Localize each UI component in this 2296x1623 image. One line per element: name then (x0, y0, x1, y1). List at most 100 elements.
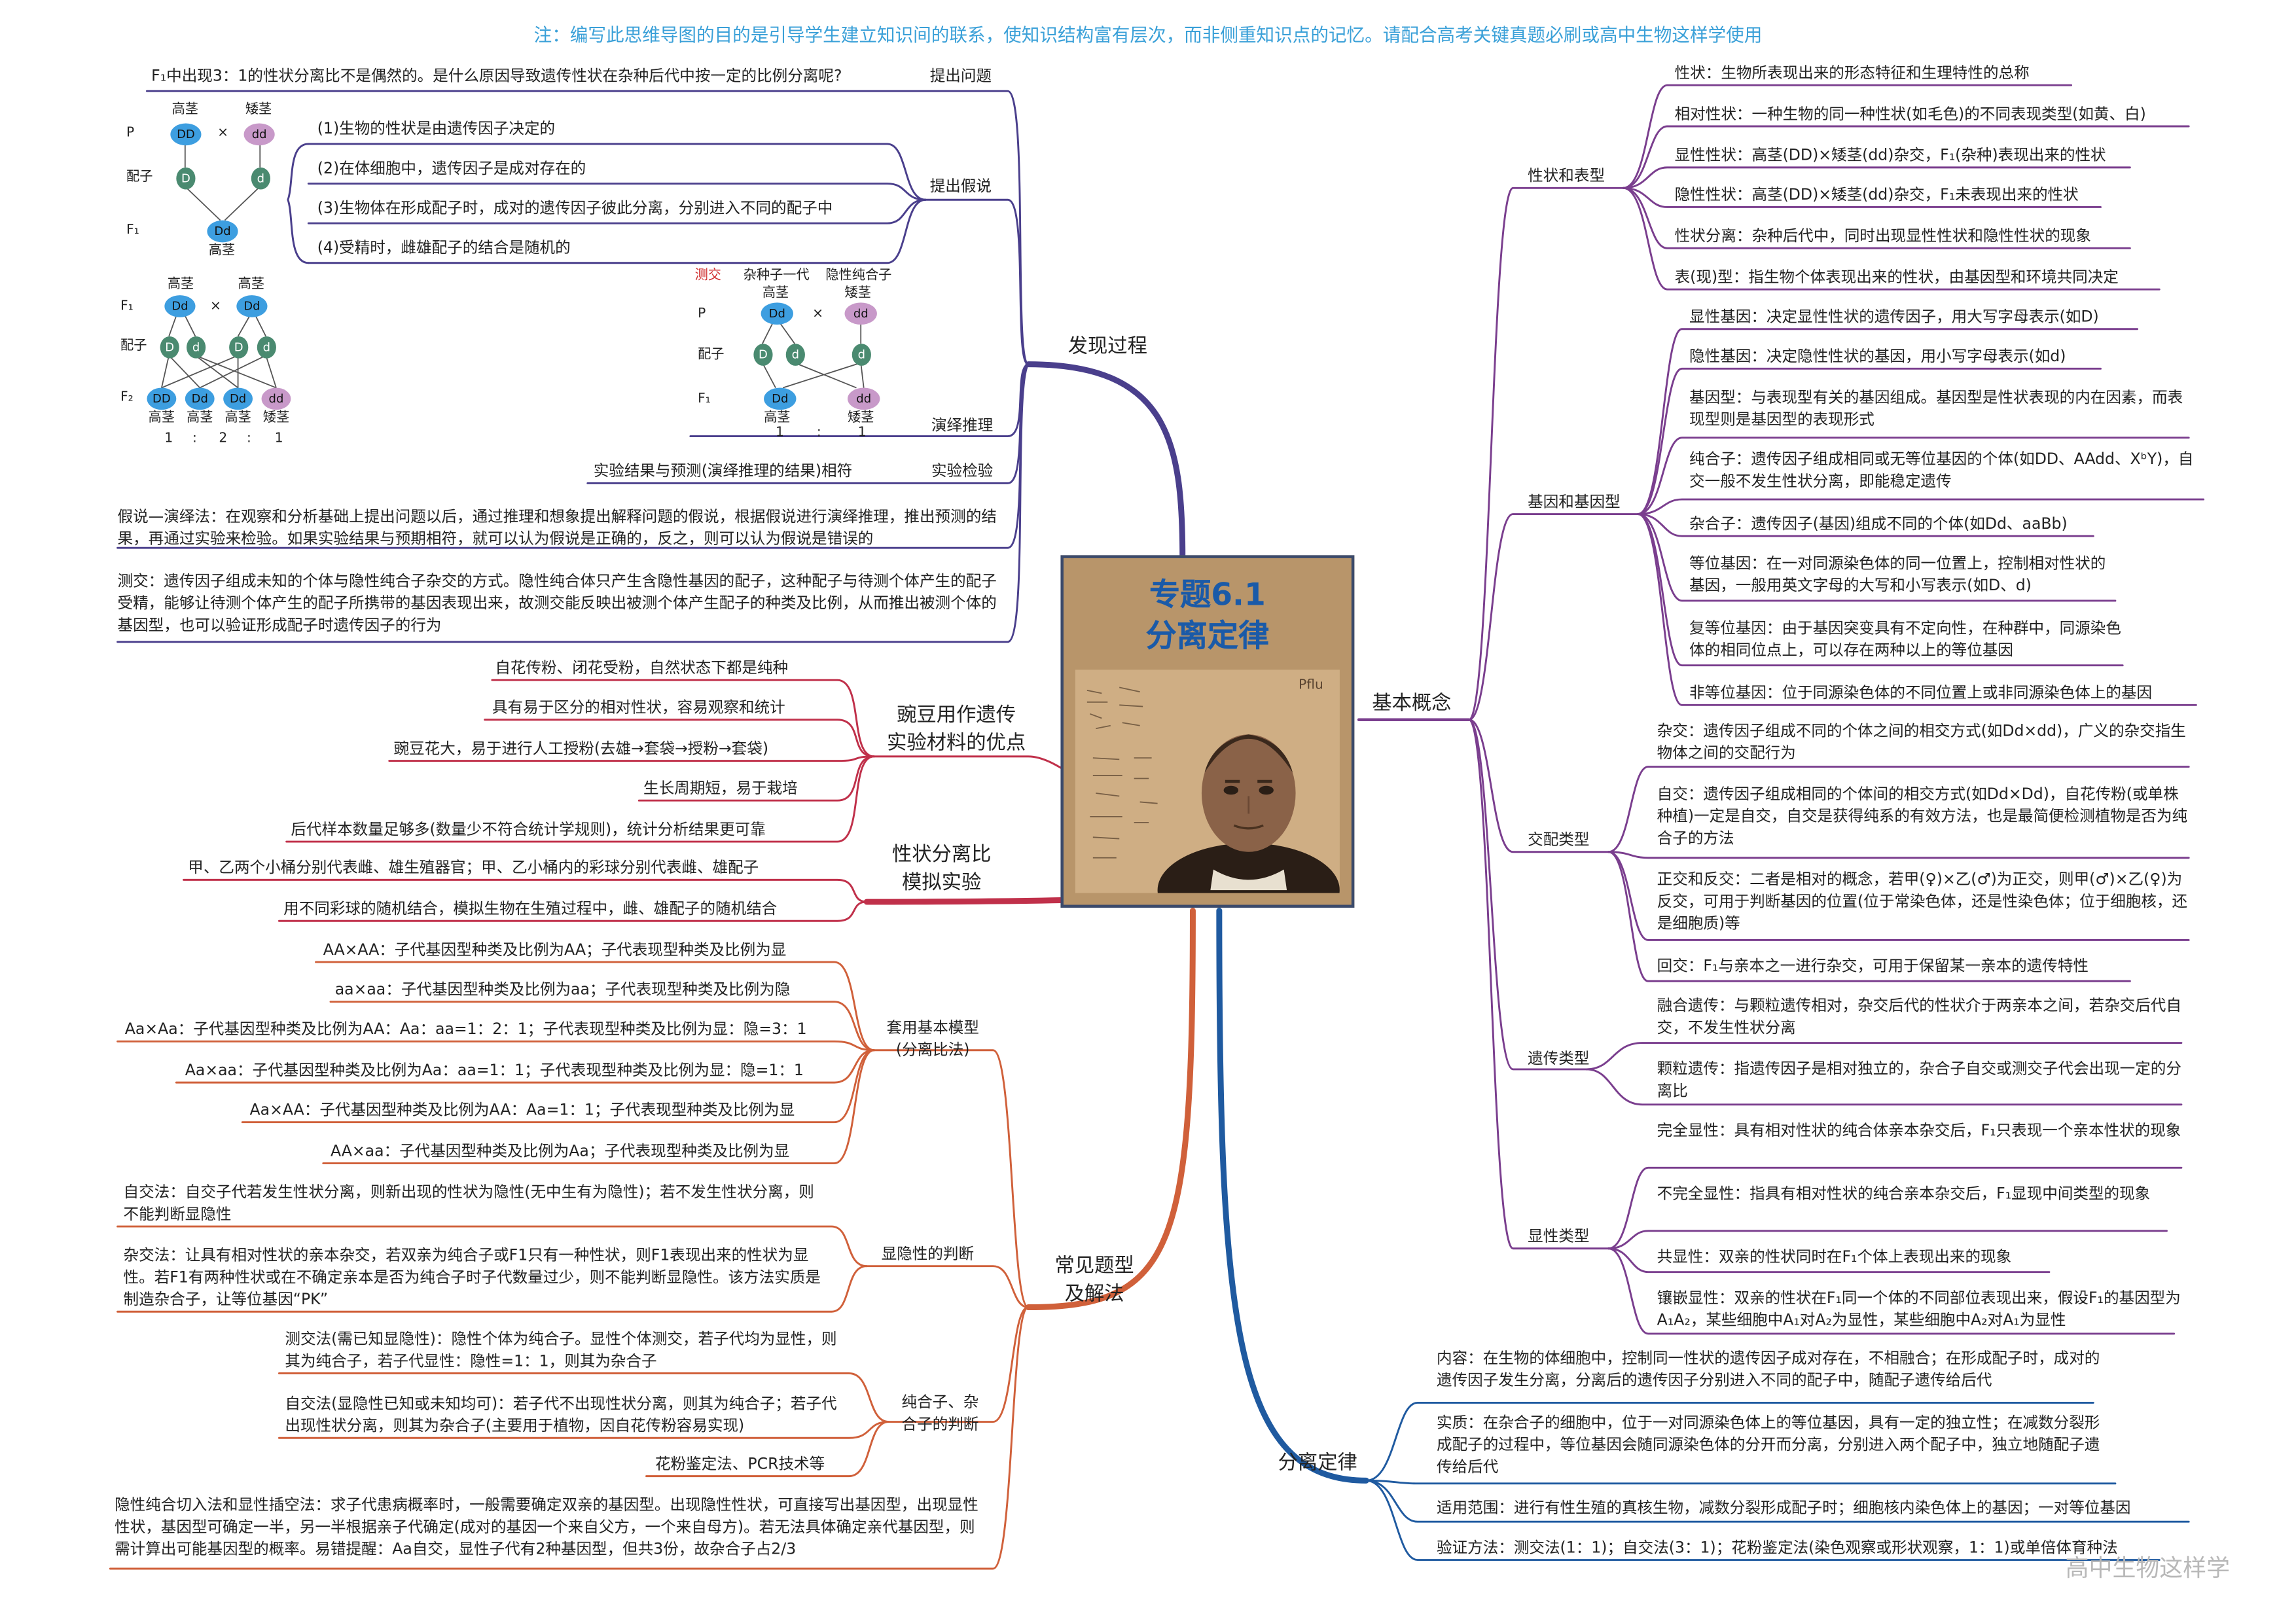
testcross-text: 测交：遗传因子组成未知的个体与隐性纯合子杂交的方式。隐性纯合体只产生含隐性基因的… (117, 573, 997, 635)
branch-problems-line1: 常见题型 (1054, 1254, 1134, 1278)
pea-item-4: 生长周期短，易于栽培 (643, 779, 798, 798)
d1-d-gamete: d (251, 167, 270, 190)
node-deduction[interactable]: 演绎推理 (931, 417, 994, 435)
gene-4: 纯合子：遗传因子组成相同或无等位基因的个体(如DD、AAdd、XᵇY)，自交一般… (1689, 451, 2194, 491)
watermark: 高中生物这样学 (2065, 1554, 2231, 1582)
branch-pea[interactable]: 豌豆用作遗传实验材料的优点 (882, 702, 1031, 758)
trait-1: 性状：生物所表现出来的形态特征和生理特性的总称 (1674, 64, 2030, 82)
d2-Dd-node-3: Dd (185, 387, 215, 410)
pea-item-3: 豌豆花大，易于进行人工授粉(去雄→套袋→授粉→套袋) (393, 740, 769, 758)
d2-Dd-node-2: Dd (236, 295, 268, 317)
branch-pea-line2: 实验材料的优点 (887, 731, 1026, 755)
hypothesis-4: (4)受精时，雌雄配子的结合是随机的 (317, 239, 571, 257)
d2-cross-symbol: × (209, 299, 221, 315)
cross-3: 正交和反交：二者是相对的概念，若甲(♀)×乙(♂)为正交，则甲(♂)×乙(♀)为… (1657, 870, 2188, 933)
purity-item-1: 测交法(需已知显隐性)：隐性个体为纯合子。显性个体测交，若子代均为显性，则其为纯… (285, 1330, 837, 1371)
d3-f1-Dd-node: Dd (764, 387, 797, 410)
purity-item-2: 自交法(显隐性已知或未知均可)：若子代不出现性状分离，则其为纯合子；若子代出现性… (285, 1395, 837, 1435)
gene-7: 复等位基因：由于基因突变具有不定向性，在种群中，同源染色体的相同位点上，可以存在… (1689, 620, 2121, 660)
trait-3: 显性性状：高茎(DD)×矮茎(dd)杂交，F₁(杂种)表现出来的性状 (1674, 147, 2106, 165)
branch-sim[interactable]: 性状分离比模拟实验 (882, 842, 1002, 897)
cross-1: 杂交：遗传因子组成不同的个体之间的相交方式(如Dd×dd)，广义的杂交指生物体之… (1657, 722, 2186, 762)
branch-law[interactable]: 分离定律 (1278, 1451, 1357, 1475)
d1-short-label: 矮茎 (245, 103, 272, 118)
node-dominance-types[interactable]: 显性类型 (1528, 1228, 1590, 1246)
law-item-1: 内容：在生物的体细胞中，控制同一性状的遗传因子成对存在，不相融合；在形成配子时，… (1437, 1349, 2100, 1390)
law-item-2: 实质：在杂合子的细胞中，位于一对同源染色体上的等位基因，具有一定的独立性；在减数… (1437, 1414, 2100, 1476)
node-genes[interactable]: 基因和基因型 (1528, 493, 1621, 512)
test-text: 实验结果与预测(演绎推理的结果)相符 (593, 462, 853, 480)
d3-p-label: P (698, 307, 706, 322)
domtype-4: 镶嵌显性：双亲的性状在F₁同一个体的不同部位表现出来，假设F₁的基因型为A₁A₂… (1657, 1289, 2181, 1330)
trait-2: 相对性状：一种生物的同一种性状(如毛色)的不同表现类型(如黄、白) (1674, 105, 2146, 124)
d2-ratio-colon-1: : (192, 431, 197, 447)
dominance-item-1: 自交法：自交子代若发生性状分离，则新出现的性状为隐性(无中生有为隐性)；若不发生… (123, 1183, 814, 1224)
node-dominance[interactable]: 显隐性的判断 (881, 1245, 975, 1264)
pea-item-5: 后代样本数量足够多(数量少不符合统计学规则)，统计分析结果更可靠 (291, 821, 766, 839)
d2-d-gamete-1: d (187, 336, 206, 359)
branch-problems[interactable]: 常见题型及解法 (1035, 1253, 1153, 1308)
model-5: Aa×AA：子代基因型种类及比例为AA：Aa=1：1；子代表现型种类及比例为显 (249, 1101, 795, 1120)
cross-2: 自交：遗传因子组成相同的个体间的相交方式(如Dd×Dd)，自花传粉(或单株种植)… (1657, 785, 2188, 848)
model-4: Aa×aa：子代基因型种类及比例为Aa：aa=1：1；子代表现型种类及比例为显：… (185, 1061, 804, 1080)
d3-ratio-2: 1 (857, 425, 867, 441)
node-question[interactable]: 提出问题 (929, 67, 992, 86)
trait-4: 隐性性状：高茎(DD)×矮茎(dd)杂交，F₁未表现出来的性状 (1674, 187, 2079, 204)
portrait-icon (1086, 687, 1340, 905)
sim-item-1: 甲、乙两个小桶分别代表雌、雄生殖器官；甲、乙小桶内的彩球分别代表雌、雄配子 (188, 859, 759, 877)
gene-6: 等位基因：在一对同源染色体的同一位置上，控制相对性状的基因，一般用英文字母的大写… (1689, 555, 2106, 595)
gene-2: 隐性基因：决定隐性性状的基因，用小写字母表示(如d) (1689, 348, 2066, 366)
d3-D-gamete: D (753, 344, 773, 366)
inheritance-2: 颗粒遗传：指遗传因子是相对独立的，杂合子自交或测交子代会出现一定的分离比 (1657, 1060, 2181, 1101)
node-basic-model-line1: 套用基本模型 (886, 1019, 979, 1037)
d2-f1-label: F₁ (120, 299, 134, 315)
branch-sim-line2: 模拟实验 (902, 870, 982, 895)
branch-concepts[interactable]: 基本概念 (1372, 692, 1452, 716)
branch-sim-line1: 性状分离比 (891, 843, 992, 867)
hypothesis-1: (1)生物的性状是由遗传因子决定的 (317, 120, 556, 138)
node-inheritance[interactable]: 遗传类型 (1528, 1050, 1590, 1068)
d2-tall-label-2: 高茎 (238, 277, 265, 293)
wire-problems (1025, 908, 1196, 1311)
branch-discovery[interactable]: 发现过程 (1067, 334, 1147, 359)
node-crosses[interactable]: 交配类型 (1528, 831, 1590, 849)
law-item-3: 适用范围：进行有性生殖的真核生物，减数分裂形成配子时；细胞核内染色体上的基因；一… (1437, 1499, 2131, 1518)
node-purity-line2: 合子的判断 (901, 1416, 979, 1434)
d2-f2-tall-3: 高茎 (224, 411, 251, 426)
domtype-2: 不完全显性：指具有相对性状的纯合亲本杂交后，F₁显现中间类型的现象 (1657, 1185, 2151, 1204)
d3-header-1: 杂种子一代 (743, 268, 810, 284)
law-item-4: 验证方法：测交法(1：1)；自交法(3：1)；花粉鉴定法(染色观察或形状观察，1… (1437, 1539, 2118, 1558)
sim-item-2: 用不同彩球的随机结合，模拟生物在生殖过程中，雌、雄配子的随机结合 (283, 900, 778, 918)
d2-f2-tall-1: 高茎 (148, 411, 175, 426)
node-purity-line1: 纯合子、杂 (901, 1393, 979, 1412)
node-traits[interactable]: 性状和表型 (1528, 167, 1605, 185)
node-test[interactable]: 实验检验 (931, 462, 994, 480)
hypothetico-deductive-text: 假说—演绎法：在观察和分析基础上提出问题以后，通过推理和想象提出解释问题的假说，… (117, 508, 997, 548)
wire-discovery (1025, 361, 1186, 562)
model-2: aa×aa：子代基因型种类及比例为aa；子代表现型种类及比例为隐 (334, 981, 791, 999)
node-purity[interactable]: 纯合子、杂合子的判断 (893, 1393, 988, 1436)
question-text: F₁中出现3：1的性状分离比不是偶然的。是什么原因导致遗传性状在杂种后代中按一定… (151, 67, 842, 86)
d2-f2-label: F₂ (120, 391, 134, 406)
portrait-note: Pflu (1299, 678, 1323, 694)
d3-cross-symbol: × (812, 307, 824, 322)
model-1: AA×AA：子代基因型种类及比例为AA；子代表现型种类及比例为显 (323, 941, 787, 959)
wire-law (1216, 908, 1369, 1484)
d2-dd-node: dd (261, 387, 291, 410)
d1-dd-node: dd (243, 123, 275, 146)
d1-tall-label: 高茎 (171, 103, 199, 118)
purity-item-3: 花粉鉴定法、PCR技术等 (655, 1455, 825, 1474)
hypothesis-3: (3)生物体在形成配子时，成对的遗传因子彼此分离，分别进入不同的配子中 (317, 200, 833, 218)
d2-Dd-node-4: Dd (223, 387, 253, 410)
d3-tall-label: 高茎 (762, 286, 789, 302)
d2-ratio-colon-2: : (247, 431, 251, 447)
trait-5: 性状分离：杂种后代中，同时出现显性性状和隐性性状的现象 (1674, 227, 2091, 245)
node-hypothesis[interactable]: 提出假说 (929, 177, 992, 196)
d1-gamete-label: 配子 (126, 170, 153, 185)
branch-problems-line2: 及解法 (1064, 1282, 1124, 1306)
node-basic-model[interactable]: 套用基本模型(分离比法) (876, 1018, 990, 1061)
d3-dd-node: dd (844, 302, 877, 325)
domtype-1: 完全显性：具有相对性状的纯合体亲本杂交后，F₁只表现一个亲本性状的现象 (1657, 1122, 2181, 1140)
center-title-line2: 分离定律 (1145, 618, 1270, 654)
inheritance-1: 融合遗传：与颗粒遗传相对，杂交后代的性状介于两亲本之间，若杂交后代自交，不发生性… (1657, 997, 2181, 1037)
